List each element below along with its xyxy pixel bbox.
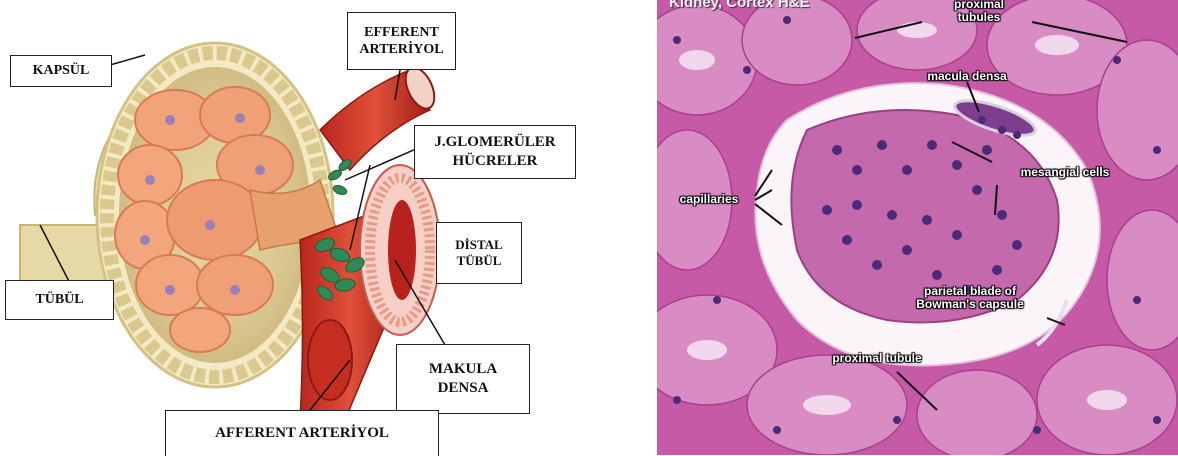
label-distal-tubule: DİSTAL TÜBÜL xyxy=(436,222,522,284)
label-makula-densa: MAKULA DENSA xyxy=(396,344,530,414)
distal-tubule-shape xyxy=(360,165,440,335)
micrograph-image xyxy=(657,0,1178,455)
label-macula-densa-he: macula densa xyxy=(902,70,1032,83)
label-proximal-tubules: proximal tubules xyxy=(919,0,1039,24)
label-jg-cells: J.GLOMERÜLER HÜCRELER xyxy=(414,125,576,179)
label-efferent-arteriole: EFFERENT ARTERİYOL xyxy=(347,12,456,70)
renal-corpuscle-diagram: KAPSÜL EFFERENT ARTERİYOL J.GLOMERÜLER H… xyxy=(0,0,650,455)
label-capillaries: capillaries xyxy=(659,193,759,206)
label-parietal-blade: parietal blade of Bowman's capsule xyxy=(885,285,1055,311)
label-proximal-tubule: proximal tubule xyxy=(807,352,947,365)
label-tubul: TÜBÜL xyxy=(5,280,114,320)
label-kapsul: KAPSÜL xyxy=(10,55,112,87)
label-afferent-arteriole: AFFERENT ARTERİYOL xyxy=(165,410,439,456)
micrograph-title: Kidney, Cortex H&E xyxy=(669,0,810,11)
he-micrograph: Kidney, Cortex H&E proximal tubules macu… xyxy=(657,0,1178,455)
label-mesangial-cells: mesangial cells xyxy=(990,166,1140,179)
